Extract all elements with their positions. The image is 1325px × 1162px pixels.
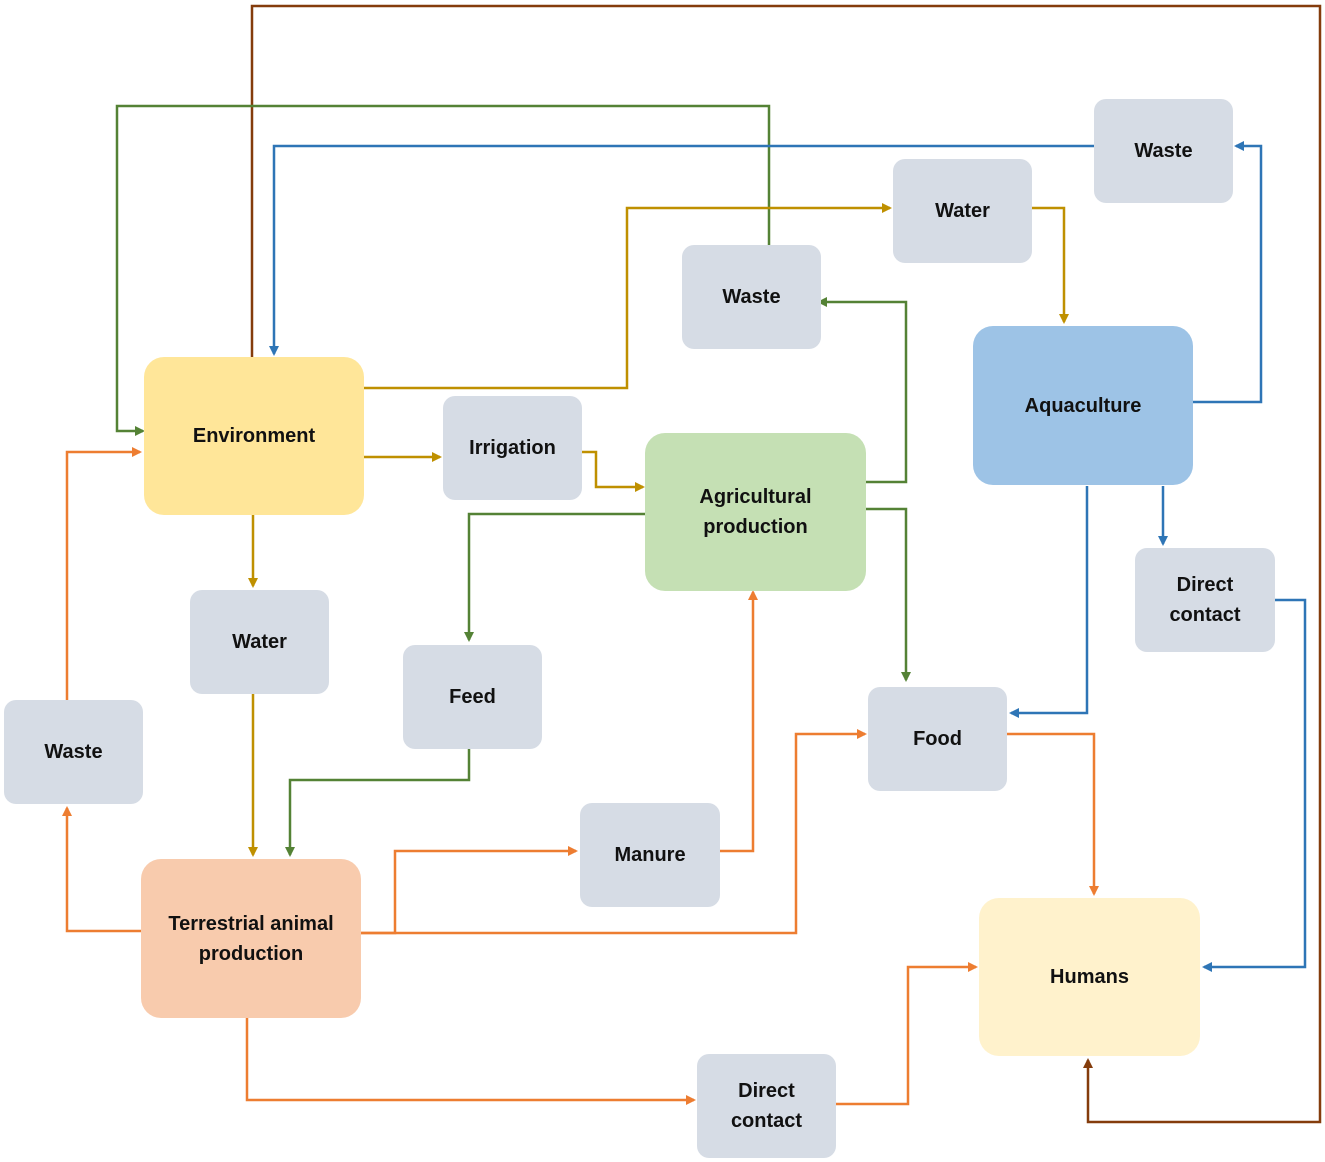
arrow-aquaculture-to-food	[1009, 486, 1089, 718]
node-waste-left-label: Waste	[44, 741, 103, 763]
arrow-terrestrial-to-direct-contact	[245, 1018, 696, 1105]
node-direct-contact-bottom: Direct contact	[697, 1054, 836, 1158]
arrow-terrestrial-to-manure	[361, 846, 578, 935]
node-manure-label: Manure	[614, 844, 686, 866]
node-food: Food	[868, 687, 1007, 791]
arrow-food-to-humans	[1007, 732, 1099, 896]
arrow-terrestrial-to-waste	[62, 806, 141, 933]
arrow-feed-to-terrestrial	[285, 749, 471, 857]
node-irrigation-label: Irrigation	[469, 437, 556, 459]
node-waste-top-right: Waste	[1094, 99, 1233, 203]
arrow-aquaculture-to-waste	[1193, 141, 1263, 404]
node-waste-top-right-label: Waste	[1134, 140, 1193, 162]
node-food-label: Food	[913, 728, 962, 750]
node-manure: Manure	[580, 803, 720, 907]
node-aquaculture-label: Aquaculture	[1024, 394, 1142, 417]
node-water-top-label: Water	[935, 200, 990, 222]
node-direct-contact-bottom-label: Direct contact	[730, 1080, 803, 1132]
node-water-left-label: Water	[232, 631, 287, 653]
node-humans: Humans	[979, 898, 1200, 1056]
node-terrestrial-animal-production-label: Terrestrial animal production	[168, 912, 334, 965]
node-water-left: Water	[190, 590, 329, 694]
node-direct-contact-right-label: Direct contact	[1169, 574, 1241, 626]
arrow-agriculture-to-food	[866, 507, 911, 682]
arrow-direct-contact-to-humans-right	[1202, 598, 1307, 972]
node-humans-label: Humans	[1050, 966, 1129, 988]
node-environment: Environment	[144, 357, 364, 515]
node-aquaculture: Aquaculture	[973, 326, 1193, 485]
node-agricultural-production: Agricultural production	[645, 433, 866, 591]
node-feed-label: Feed	[449, 686, 496, 708]
node-waste-left: Waste	[4, 700, 143, 804]
arrow-terrestrial-to-food	[361, 729, 867, 935]
arrow-manure-to-agriculture	[720, 590, 758, 853]
node-environment-label: Environment	[192, 425, 316, 447]
node-agricultural-production-label: Agricultural production	[699, 486, 812, 538]
arrow-waste-left-to-environment	[65, 447, 142, 700]
node-water-top: Water	[893, 159, 1032, 263]
arrow-environment-to-humans	[250, 4, 1322, 1124]
arrow-irrigation-to-agriculture	[582, 450, 645, 492]
arrow-environment-to-water	[364, 203, 892, 390]
arrow-aquaculture-waste-to-environment	[269, 144, 1094, 356]
node-terrestrial-animal-production: Terrestrial animal production	[141, 859, 361, 1018]
node-waste-mid-label: Waste	[722, 286, 781, 308]
arrow-water-to-aquaculture	[1032, 206, 1069, 324]
node-feed: Feed	[403, 645, 542, 749]
arrow-waste-to-environment	[115, 104, 771, 436]
node-irrigation: Irrigation	[443, 396, 582, 500]
node-direct-contact-right: Direct contact	[1135, 548, 1275, 652]
arrow-agriculture-to-feed	[464, 512, 645, 642]
arrow-agriculture-to-waste	[817, 297, 908, 484]
arrow-direct-contact-bottom-to-humans	[836, 962, 978, 1106]
node-waste-mid: Waste	[682, 245, 821, 349]
